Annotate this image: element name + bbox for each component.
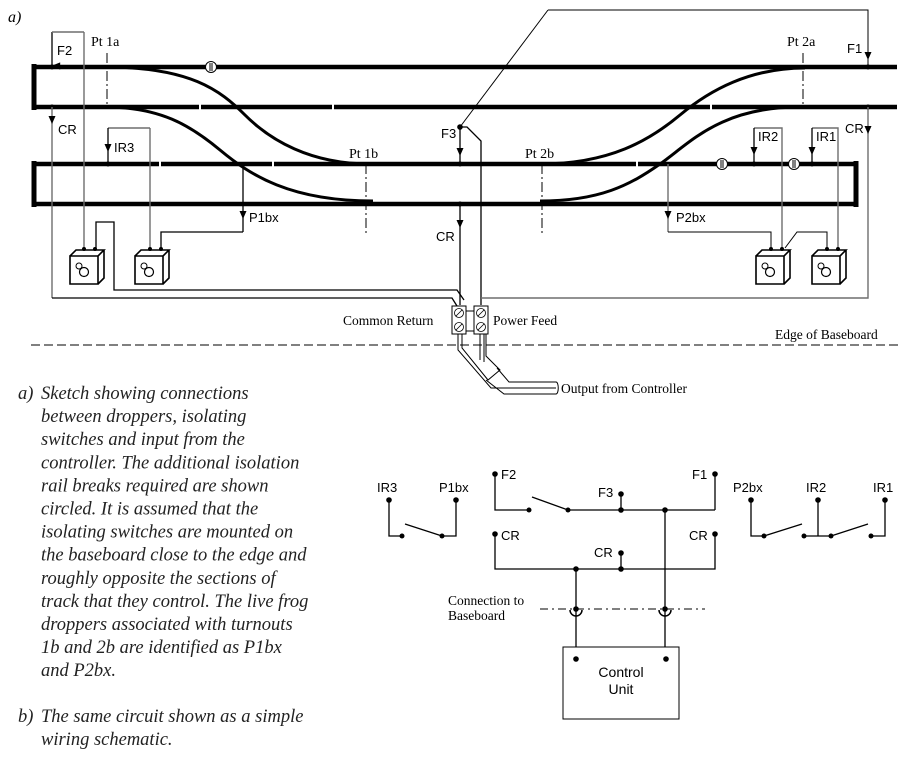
caption-line: between droppers, isolating (41, 407, 246, 427)
sch-label-f1: F1 (692, 467, 707, 482)
control-unit-label-1: Control (598, 664, 643, 680)
caption-b-text: The same circuit shown as a simple wiring… (41, 707, 303, 750)
sch-label-connection-2: Baseboard (448, 608, 505, 623)
wire-ir2 (754, 127, 783, 248)
isolation-break-2 (716, 158, 728, 170)
caption-line: rail breaks required are shown (41, 476, 268, 496)
wire-cr-common (52, 297, 458, 307)
label-pt2a: Pt 2a (787, 35, 816, 50)
sch-label-p2bx: P2bx (733, 480, 763, 495)
sch-switch-f2 (531, 496, 569, 511)
caption-a-text: Sketch showing connections between droppe… (41, 384, 308, 681)
sch-label-f2: F2 (501, 467, 516, 482)
crossover-2-rail-a (539, 66, 806, 166)
sch-switch-p2bx-ir2 (763, 523, 803, 537)
caption-line: isolating switches are mounted on (41, 523, 293, 543)
caption-line: 1b and 2b are identified as P1bx (41, 638, 283, 658)
caption-b-marker: b) (18, 707, 33, 727)
label-cr-right: CR (845, 121, 864, 136)
sch-label-connection-1: Connection to (448, 593, 524, 608)
caption-line: circled. It is assumed that the (41, 500, 258, 520)
isolating-switches (69, 247, 848, 285)
controller-cable: Output from Controller (457, 334, 687, 396)
caption-line: roughly opposite the sections of (41, 569, 279, 589)
control-unit-box (562, 646, 680, 720)
caption-line: the baseboard close to the edge and (41, 546, 307, 566)
label-cr-center: CR (436, 229, 455, 244)
switch-box-3 (755, 247, 792, 285)
sch-label-cr-center: CR (594, 545, 613, 560)
label-ir2: IR2 (758, 129, 778, 144)
sch-label-ir1: IR1 (873, 480, 893, 495)
label-pt2b: Pt 2b (525, 147, 554, 162)
label-p1bx: P1bx (249, 210, 279, 225)
label-p2bx: P2bx (676, 210, 706, 225)
label-f1: F1 (847, 41, 862, 56)
sch-label-f3: F3 (598, 485, 613, 500)
figure-label-a: a) (8, 9, 21, 26)
crossover-1-rail-a (104, 65, 371, 166)
isolation-break-3 (788, 158, 800, 170)
label-ir3: IR3 (114, 140, 134, 155)
sch-label-ir3: IR3 (377, 480, 397, 495)
label-f3: F3 (441, 126, 456, 141)
label-ir1: IR1 (816, 129, 836, 144)
label-output-from-controller: Output from Controller (561, 381, 687, 396)
wire-f1-top (548, 9, 869, 67)
wire-p2bx (668, 231, 772, 248)
sch-switch-ir2-ir1 (830, 523, 869, 537)
caption-line: and P2bx. (41, 661, 116, 681)
caption-a-marker: a) (18, 384, 33, 404)
wire-p1bx (160, 231, 243, 248)
sch-label-cr-left: CR (501, 528, 520, 543)
switch-box-1 (69, 247, 106, 285)
control-unit-label-2: Unit (609, 681, 634, 697)
label-pt1b: Pt 1b (349, 147, 378, 162)
switch-box-2 (134, 247, 171, 285)
label-common-return: Common Return (343, 313, 434, 328)
caption-line: Sketch showing connections (41, 384, 249, 404)
switch-box-4 (811, 247, 848, 285)
sch-label-cr-right: CR (689, 528, 708, 543)
label-cr-left: CR (58, 122, 77, 137)
wire-ir1 (812, 127, 839, 248)
caption-line: wiring schematic. (41, 730, 173, 750)
caption: a) Sketch showing connections between dro… (18, 384, 308, 750)
wire-switch-link (784, 231, 828, 249)
wire-f3-diagonal (459, 9, 549, 128)
label-pt1a: Pt 1a (91, 35, 120, 50)
wire-cr-right (481, 107, 869, 299)
wire-switch1-to-terminal (95, 221, 465, 301)
label-edge-of-baseboard: Edge of Baseboard (775, 327, 878, 342)
caption-line: controller. The additional isolation (41, 453, 299, 473)
label-f2: F2 (57, 43, 72, 58)
droppers: F2 CR IR3 P1bx F3 CR (48, 9, 872, 307)
label-power-feed: Power Feed (493, 313, 557, 328)
track-plan: Pt 1a Pt 1b Pt 2b Pt 2a (31, 35, 897, 236)
sch-label-ir2: IR2 (806, 480, 826, 495)
caption-line: track that they control. The live frog (41, 592, 308, 612)
caption-line: The same circuit shown as a simple (41, 707, 303, 727)
caption-line: switches and input from the (41, 430, 245, 450)
rail-gaps (159, 104, 712, 167)
crossover-1-rail-b (104, 105, 374, 203)
wire-power-feed (460, 126, 482, 305)
crossover-2-rail-b (539, 105, 801, 203)
sch-switch-ir3-p1bx (404, 523, 443, 537)
wiring-schematic: IR3 P1bx F2 F3 F1 CR CR CR (377, 467, 893, 720)
terminal-block: Common Return Power Feed (343, 305, 557, 335)
isolation-break-1 (205, 61, 217, 73)
sch-label-p1bx: P1bx (439, 480, 469, 495)
caption-line: droppers associated with turnouts (41, 615, 293, 635)
